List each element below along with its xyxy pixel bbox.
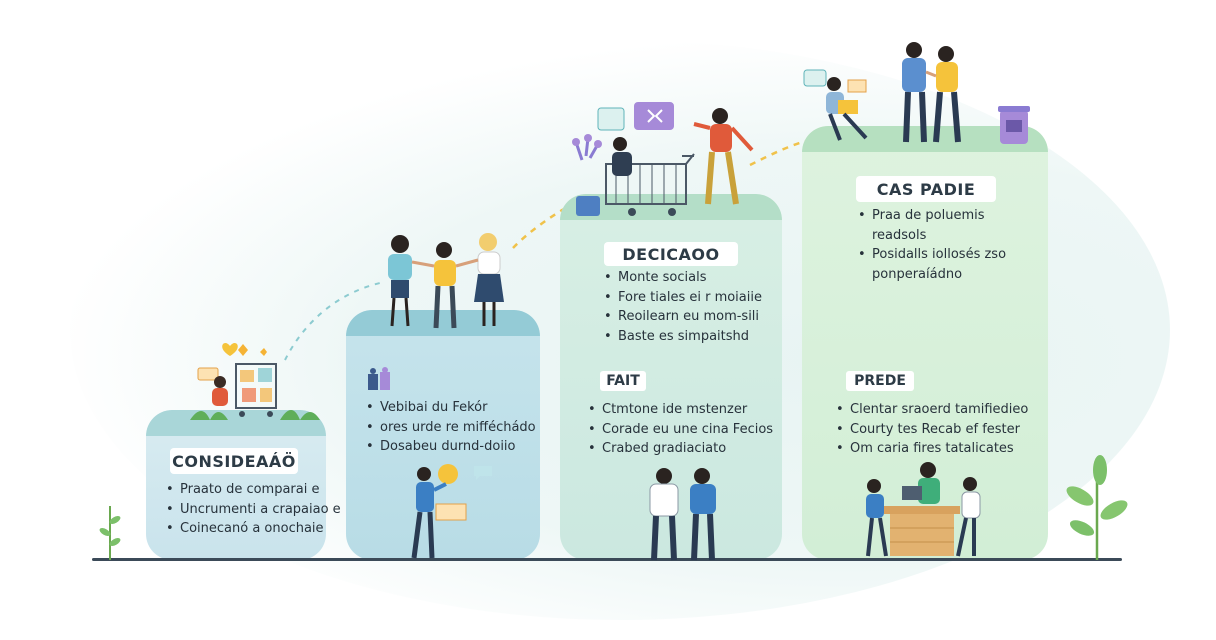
list-item: Dosabeu durnd-doiio [364,437,536,457]
plant-right-icon [1066,455,1128,560]
stage-4-list: Praa de poluemis readsols Posidalls ioll… [856,206,1012,284]
list-item: Crabed gradiaciato [586,439,773,459]
list-item: Clentar sraoerd tamifiedieo [834,400,1028,420]
stage-3-list: Monte socials Fore tiales ei r moiaiie R… [602,268,762,346]
plant-left-icon [99,506,121,560]
list-item: Baste es simpaitshd [602,327,762,347]
stage-4-sublist: Clentar sraoerd tamifiedieo Courty tes R… [834,400,1028,459]
list-item: Coinecanó a onochaie [164,519,341,539]
list-item: ores urde re mifféchádo [364,418,536,438]
stage-3-sublist: Ctmtone ide mstenzer Corade eu une cina … [586,400,773,459]
list-item: Ctmtone ide mstenzer [586,400,773,420]
group-people-icon [388,233,504,329]
list-item: Courty tes Recab ef fester [834,420,1028,440]
shopping-cart-icon [572,102,754,216]
stage-1-list: Praato de comparai e Uncrumenti a crapai… [164,480,341,539]
stage-2-list: Vebibai du Fekór ores urde re mifféchádo… [364,398,536,457]
list-item: Fore tiales ei r moiaiie [602,288,762,308]
stage-1-title: CONSIDEAÁÖ [170,448,298,474]
list-item: Uncrumenti a crapaiao e [164,500,341,520]
team-meeting-icon [866,462,981,557]
list-item: Monte socials [602,268,762,288]
list-item: Om caria fires tatalicates [834,439,1028,459]
stage-3-title: DECICAOO [604,242,738,266]
list-item: Reoilearn eu mom-sili [602,307,762,327]
stage-4-title: CAS PADIE [856,176,996,202]
stage-4-subtitle: PREDE [846,371,914,391]
people-badge-icon [368,367,390,390]
ground-line [92,558,1122,561]
list-item: Posidalls iollosés zso ponperaíádno [856,245,1012,284]
list-item: Praato de comparai e [164,480,341,500]
two-people-icon [649,468,716,561]
list-item: Praa de poluemis readsols [856,206,1012,245]
list-item: Vebibai du Fekór [364,398,536,418]
list-item: Corade eu une cina Fecios [586,420,773,440]
shopping-cart-person-icon [190,343,320,420]
person-coin-icon [411,464,492,559]
stage-3-subtitle: FAIT [600,371,646,391]
people-celebrating-icon [803,42,1030,144]
